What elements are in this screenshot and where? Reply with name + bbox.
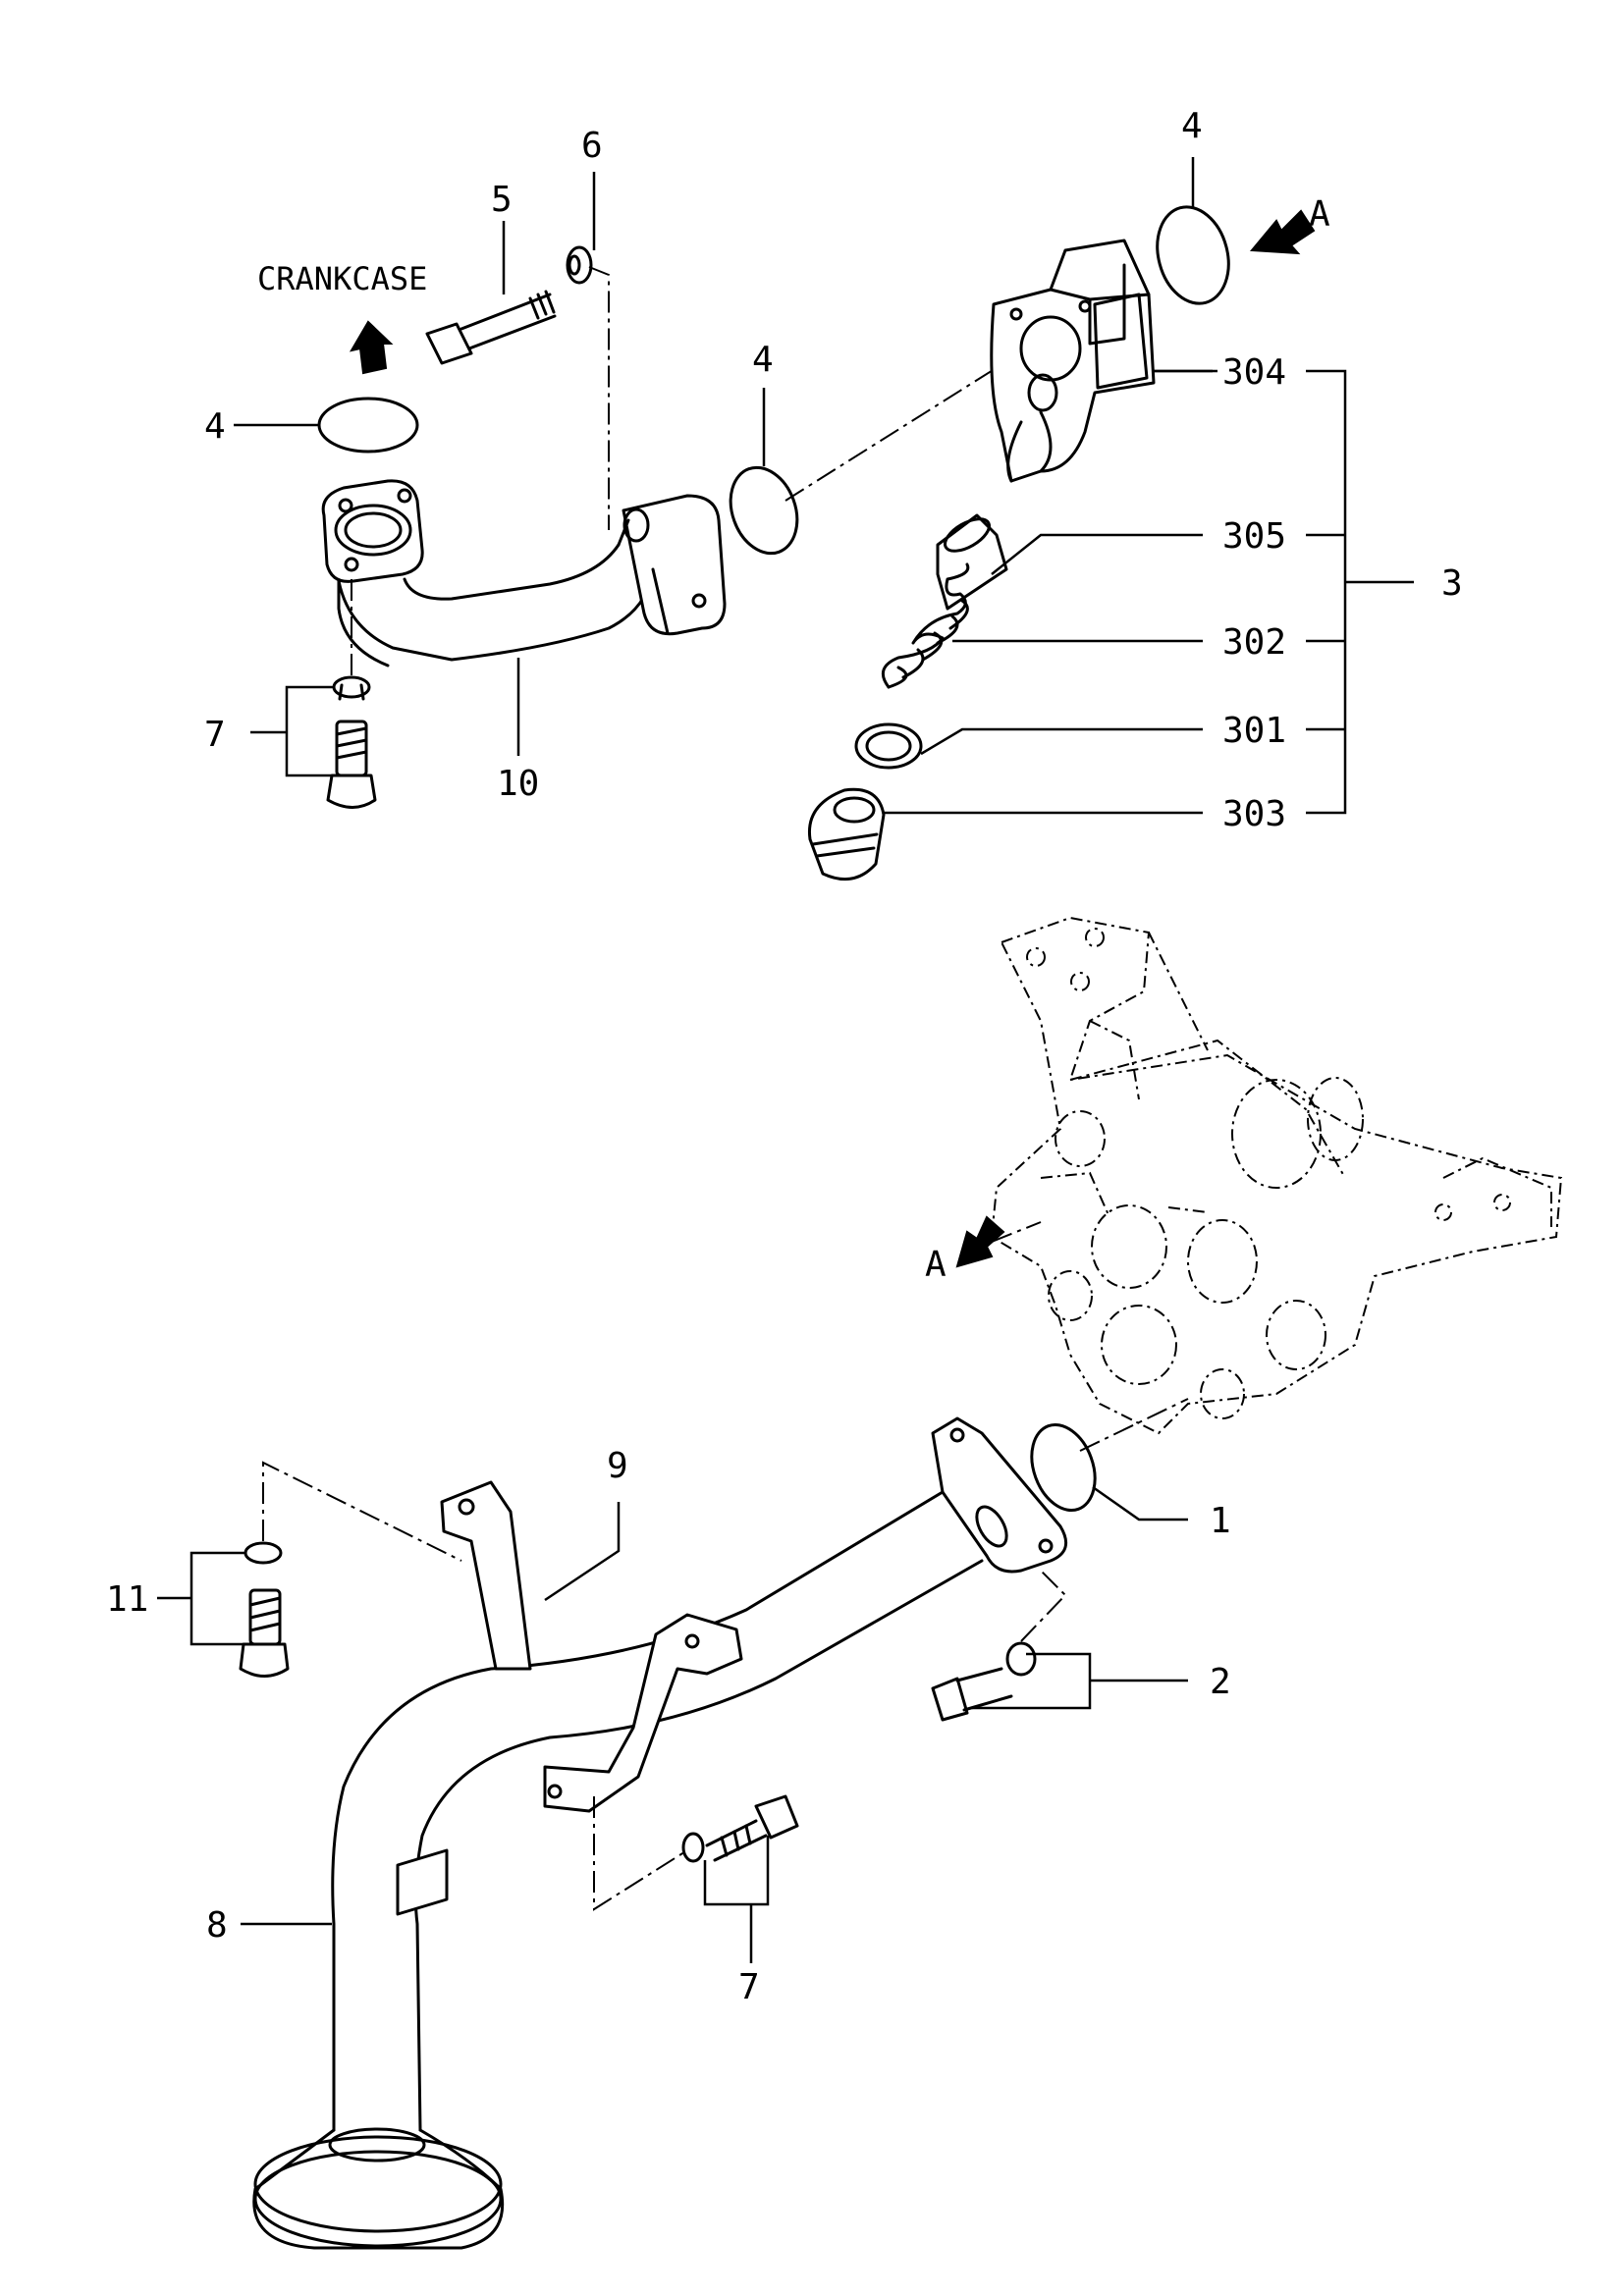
label-crankcase: CRANKCASE [257, 260, 427, 297]
oil-pipe-10 [321, 479, 727, 667]
label-part-5: 5 [491, 180, 513, 220]
stay-bracket [396, 1613, 743, 1916]
o-ring-4-middle [729, 465, 799, 556]
label-part-11: 11 [106, 1579, 148, 1620]
oil-pump-body-phantom [990, 916, 1563, 1435]
label-part-7-upper: 7 [204, 715, 226, 755]
plug-303 [807, 787, 886, 881]
label-part-4-middle: 4 [752, 340, 774, 380]
label-part-4-top: 4 [1181, 106, 1203, 146]
label-part-7-lower: 7 [738, 1967, 760, 2007]
label-part-304: 304 [1222, 352, 1286, 393]
valve-body-304 [990, 239, 1156, 483]
gasket-301 [854, 722, 923, 770]
crankcase-direction-arrow-icon [349, 320, 394, 375]
label-part-303: 303 [1222, 794, 1286, 834]
o-ring-4-left [317, 397, 419, 454]
view-a-arrow-mid-icon [955, 1215, 1005, 1268]
bolt-5 [425, 290, 557, 365]
label-part-2: 2 [1210, 1662, 1231, 1702]
label-part-305: 305 [1222, 516, 1286, 557]
o-ring-4-top [1156, 205, 1230, 305]
washer-6 [566, 245, 593, 285]
label-part-10: 10 [497, 764, 539, 804]
label-part-302: 302 [1222, 622, 1286, 663]
spring-302 [881, 562, 970, 689]
bolt-washer-7-upper [326, 675, 377, 809]
plunger-305 [936, 513, 1008, 611]
bolt-washer-7-lower [681, 1794, 799, 1863]
label-part-8: 8 [206, 1905, 228, 1946]
label-view-a-top: A [1309, 194, 1330, 235]
view-a-arrow-top-icon [1249, 209, 1316, 255]
label-part-1: 1 [1210, 1501, 1231, 1541]
label-part-301: 301 [1222, 711, 1286, 751]
strainer-pipe-8 [252, 1416, 1068, 2250]
o-ring-1 [1030, 1422, 1097, 1513]
label-part-9: 9 [607, 1446, 628, 1486]
label-view-a-mid: A [925, 1245, 947, 1285]
bolt-washer-11 [239, 1541, 290, 1678]
label-part-6: 6 [581, 126, 603, 166]
label-part-4-left: 4 [204, 406, 226, 447]
label-part-3: 3 [1441, 563, 1463, 604]
bracket-9 [440, 1480, 532, 1671]
